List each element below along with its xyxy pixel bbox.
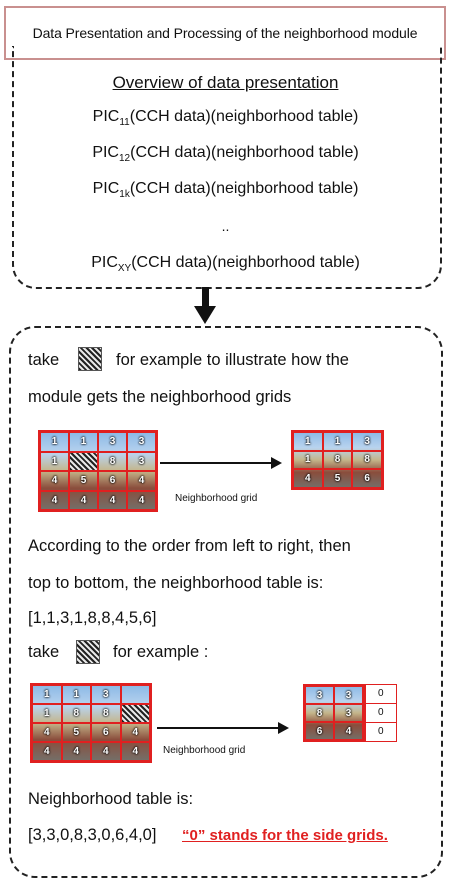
side-zero: 0 <box>378 726 384 737</box>
overview-heading: Overview of data presentation <box>0 73 451 93</box>
grid-cell: 4 <box>334 722 363 740</box>
grid-cell: 4 <box>98 491 127 511</box>
grid-cell: 3 <box>352 432 382 451</box>
ex2-take: take <box>28 643 59 662</box>
grid-cell: 6 <box>91 723 121 742</box>
grid-cell: 3 <box>98 432 127 452</box>
grid-cell: 6 <box>305 722 334 740</box>
selected-grid-swatch-2-icon <box>76 640 100 664</box>
pic-line-11: PIC11(CCH data)(neighborhood table) <box>0 108 451 128</box>
side-grid-note: “0” stands for the side grids. <box>182 827 388 844</box>
grid-cell: 6 <box>352 469 382 488</box>
grid-cell: 1 <box>40 452 69 472</box>
grid-cell: 1 <box>32 685 62 704</box>
grid-cell: 1 <box>62 685 92 704</box>
diagram-title: Data Presentation and Processing of the … <box>33 25 418 41</box>
grid-cell: 8 <box>323 451 353 470</box>
ex1-take: take <box>28 351 59 370</box>
grid-cell: 3 <box>91 685 121 704</box>
grid-cell: 4 <box>121 742 151 761</box>
grid-cell: 3 <box>127 432 156 452</box>
ex2-rest: for example : <box>113 643 208 662</box>
right-arrow-icon <box>160 462 280 464</box>
grid-cell: 3 <box>334 704 363 722</box>
pic-line-1k: PIC1k(CCH data)(neighborhood table) <box>0 180 451 200</box>
grid-cell: 4 <box>127 471 156 491</box>
grid-cell: 4 <box>91 742 121 761</box>
grid-cell: 4 <box>127 491 156 511</box>
ex1-table: [1,1,3,1,8,8,4,5,6] <box>28 609 156 628</box>
right-arrow-2-icon <box>157 727 287 729</box>
side-zero: 0 <box>378 707 384 718</box>
grid-cell: 4 <box>40 471 69 491</box>
grid-cell: 8 <box>62 704 92 723</box>
grid-cell: 4 <box>121 723 151 742</box>
grid-cell: 3 <box>305 686 334 704</box>
ex1-order-line2: top to bottom, the neighborhood table is… <box>28 574 323 593</box>
grid-cell: 1 <box>293 432 323 451</box>
ellipsis: .. <box>0 218 451 234</box>
selected-grid-cell <box>69 452 98 472</box>
down-arrow-shaft <box>202 287 209 307</box>
grid-cell: 4 <box>293 469 323 488</box>
grid-cell: 4 <box>32 742 62 761</box>
pic-line-12: PIC12(CCH data)(neighborhood table) <box>0 144 451 164</box>
grid-cell: 8 <box>98 452 127 472</box>
selected-grid-cell <box>121 704 151 723</box>
selected-grid-swatch-icon <box>78 347 102 371</box>
ex2-table: [3,3,0,8,3,0,6,4,0] <box>28 826 156 845</box>
grid-cell: 1 <box>323 432 353 451</box>
grid-cell: 1 <box>69 432 98 452</box>
pic-line-xy: PICXY(CCH data)(neighborhood table) <box>0 254 451 274</box>
ex1-line1: for example to illustrate how the <box>116 351 349 370</box>
grid-cell: 4 <box>69 491 98 511</box>
ex1-order-line1: According to the order from left to righ… <box>28 537 351 556</box>
grid-cell: 1 <box>293 451 323 470</box>
grid-cell: 8 <box>352 451 382 470</box>
grid-cell: 4 <box>62 742 92 761</box>
grid-cell: 3 <box>334 686 363 704</box>
grid-cell: 6 <box>98 471 127 491</box>
down-arrow-icon <box>194 306 216 324</box>
ex2-caption: Neighborhood grid <box>163 745 245 756</box>
ex1-caption: Neighborhood grid <box>175 493 257 504</box>
ex2-result-label: Neighborhood table is: <box>28 790 193 809</box>
grid-cell: 8 <box>91 704 121 723</box>
ex1-line2: module gets the neighborhood grids <box>28 388 291 407</box>
grid-cell: 8 <box>305 704 334 722</box>
grid-cell: 1 <box>32 704 62 723</box>
grid-cell: 1 <box>40 432 69 452</box>
grid-cell: 4 <box>40 491 69 511</box>
grid-cell: 4 <box>32 723 62 742</box>
grid-cell: 5 <box>62 723 92 742</box>
grid-cell: 5 <box>69 471 98 491</box>
grid-cell: 3 <box>127 452 156 472</box>
grid-cell <box>121 685 151 704</box>
side-zero: 0 <box>378 688 384 699</box>
grid-cell: 5 <box>323 469 353 488</box>
